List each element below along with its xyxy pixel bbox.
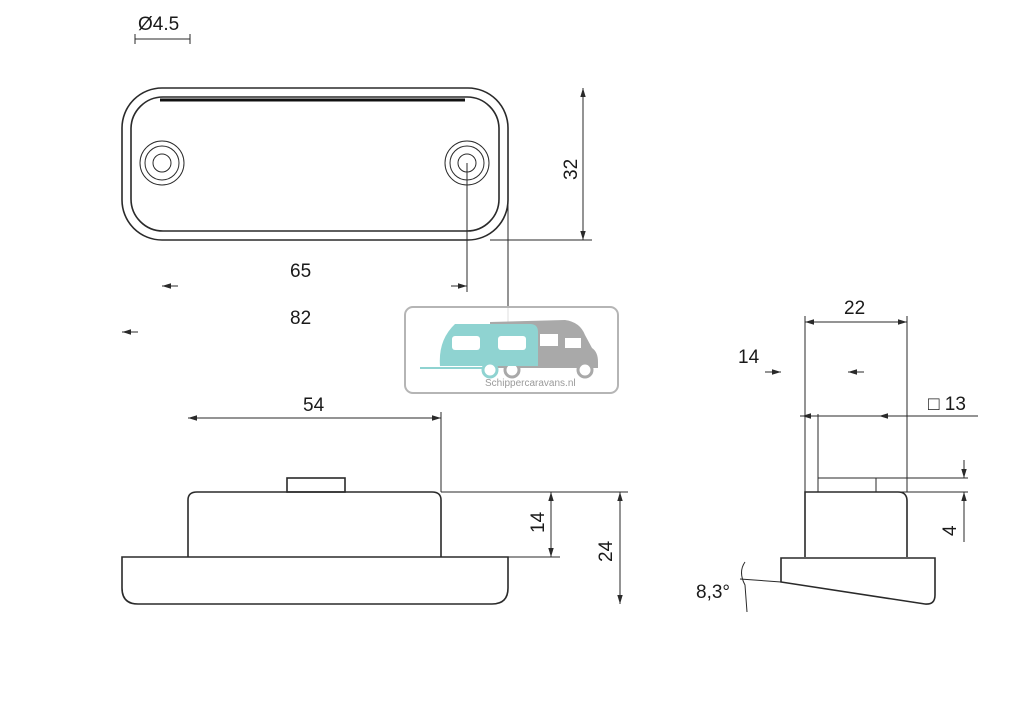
dim-overall-height-label: 24 — [596, 540, 617, 562]
side-view-base — [780, 557, 936, 605]
dim-tab-height: 4 — [940, 460, 967, 542]
dim-height-top: 32 — [490, 88, 592, 241]
dim-overall-height: 24 — [596, 492, 623, 604]
dim-body-height-label: 14 — [528, 511, 549, 533]
front-view-top-tab — [286, 477, 346, 493]
left-mounting-hole — [139, 140, 185, 186]
dim-side-top-width-label: 22 — [844, 298, 865, 319]
side-view-body — [804, 491, 908, 557]
dim-body-length: 54 — [188, 395, 442, 492]
caravan-icon — [420, 324, 538, 379]
top-view-outer-outline — [121, 87, 509, 241]
front-view: 54 14 24 — [121, 395, 628, 605]
top-view: Ø4.5 32 65 82 — [121, 14, 592, 335]
top-view-inner-outline — [130, 96, 500, 232]
dim-tab-height-label: 4 — [940, 525, 961, 536]
dim-square-size-label: □ 13 — [928, 394, 966, 415]
watermark-text: Schippercaravans.nl — [485, 378, 576, 389]
dim-overall-length-label: 82 — [290, 308, 311, 329]
dim-hole-diameter-label: Ø4.5 — [138, 14, 179, 35]
dim-square-size: □ 13 — [800, 394, 978, 419]
dim-side-top-width: 22 — [804, 298, 908, 492]
dim-hole-spacing: 65 — [162, 261, 467, 289]
front-view-base — [121, 556, 509, 605]
side-view: 22 14 □ 13 4 8,3° — [696, 298, 978, 613]
side-view-tab — [818, 477, 968, 493]
front-view-body — [187, 491, 442, 557]
dim-tilt-angle: 8,3° — [696, 561, 782, 613]
dim-side-inner-width-label: 14 — [738, 347, 760, 368]
dim-tilt-angle-label: 8,3° — [696, 582, 730, 603]
dim-body-height: 14 — [528, 492, 554, 557]
dim-side-inner-width: 14 — [738, 347, 864, 375]
dim-hole-diameter: Ø4.5 — [134, 14, 191, 44]
dim-body-length-label: 54 — [303, 395, 325, 416]
dim-hole-spacing-label: 65 — [290, 261, 311, 282]
dim-height-top-label: 32 — [561, 159, 582, 180]
watermark-logo: Schippercaravans.nl — [404, 306, 619, 394]
